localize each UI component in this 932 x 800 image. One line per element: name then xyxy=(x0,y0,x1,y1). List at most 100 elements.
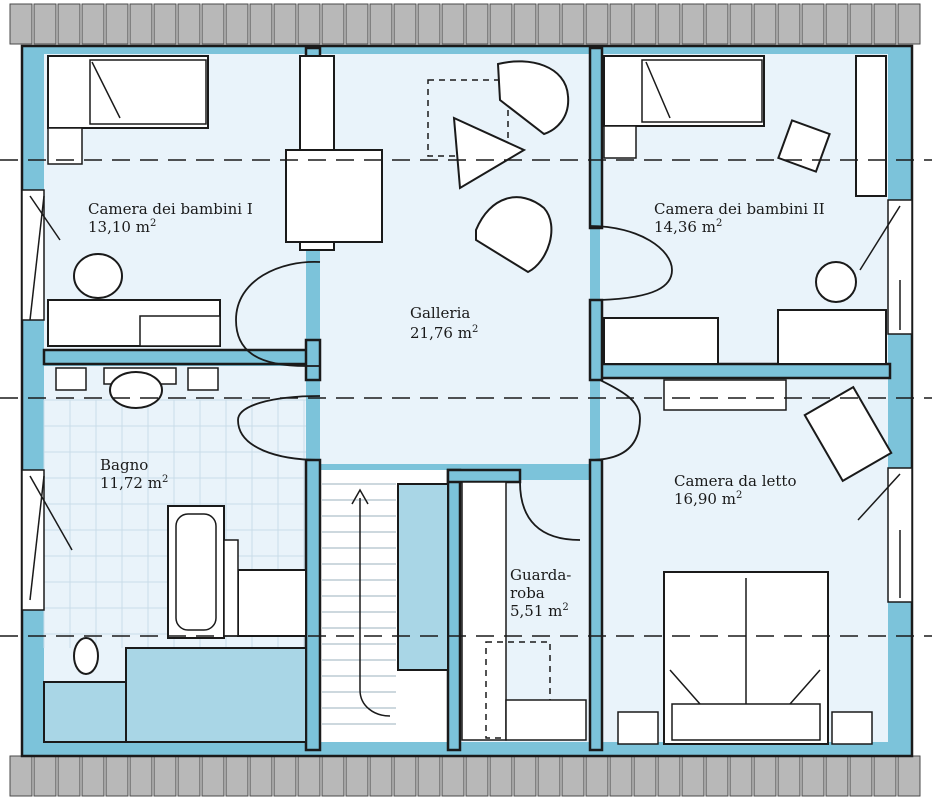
roof-tile xyxy=(633,755,657,797)
roof-tile xyxy=(57,3,81,45)
roof-tile xyxy=(825,755,849,797)
label-kids2-name: Camera dei bambini II xyxy=(654,200,825,218)
roof-tile xyxy=(585,3,609,45)
roof-tile xyxy=(537,3,561,45)
roof-tile xyxy=(849,755,873,797)
roof-tile xyxy=(489,3,513,45)
wall-kids2-stub xyxy=(588,298,604,382)
roof-tile xyxy=(249,755,273,797)
roof-bottom xyxy=(9,755,921,797)
kids1-furniture xyxy=(47,55,383,347)
roof-tile xyxy=(729,3,753,45)
roof-tile xyxy=(705,3,729,45)
roof-tile xyxy=(657,755,681,797)
label-gallery-name: Galleria xyxy=(410,304,470,322)
roof-tile xyxy=(321,3,345,45)
roof-tile xyxy=(201,3,225,45)
wall-bedroom-left xyxy=(588,458,604,752)
roof-tile xyxy=(729,755,753,797)
roof-tile xyxy=(753,755,777,797)
roof-tile xyxy=(465,3,489,45)
roof-tile xyxy=(777,755,801,797)
roof-tile xyxy=(777,3,801,45)
roof-tile xyxy=(393,3,417,45)
label-kids1-area: 13,10 m2 xyxy=(88,218,156,236)
wall-gallery-stub xyxy=(304,338,322,382)
roof-tile xyxy=(273,3,297,45)
roof-tile xyxy=(105,3,129,45)
roof-tile xyxy=(849,3,873,45)
roof-tile xyxy=(177,755,201,797)
roof-tile xyxy=(417,755,441,797)
wall-wardrobe-top xyxy=(446,468,522,484)
windows xyxy=(21,189,913,611)
roof-tile xyxy=(489,755,513,797)
roof-tile xyxy=(561,755,585,797)
roof-top xyxy=(9,0,922,46)
roof-tile xyxy=(297,3,321,45)
roof-tile xyxy=(153,3,177,45)
roof-tile xyxy=(633,3,657,45)
gallery-outline xyxy=(235,225,673,461)
label-bedroom-area: 16,90 m2 xyxy=(674,490,742,508)
roof-tile xyxy=(345,3,369,45)
roof-tile xyxy=(129,755,153,797)
kids2-furniture xyxy=(603,55,887,365)
label-wardrobe-name-1: Guarda- xyxy=(510,566,571,584)
wardrobe-furniture xyxy=(461,481,587,741)
roof-tile xyxy=(153,755,177,797)
roof-tile xyxy=(345,755,369,797)
roof-tile xyxy=(417,3,441,45)
label-kids1-name: Camera dei bambini I xyxy=(88,200,253,218)
roof-tile xyxy=(273,755,297,797)
roof-tile xyxy=(513,755,537,797)
roof-tile xyxy=(873,755,897,797)
roof-tile xyxy=(801,755,825,797)
roof-tile xyxy=(9,755,33,797)
roof-tile xyxy=(753,3,777,45)
bath-shelf-block xyxy=(125,647,307,743)
label-bath-name: Bagno xyxy=(100,456,148,474)
stair-arrow xyxy=(359,498,391,717)
roof-tile xyxy=(225,3,249,45)
roof-tile xyxy=(81,3,105,45)
roof-tile xyxy=(561,3,585,45)
stair-blue-block xyxy=(397,483,449,671)
roof-tile xyxy=(681,3,705,45)
roof-tile xyxy=(321,755,345,797)
roof-tile xyxy=(393,755,417,797)
roof-tile xyxy=(177,3,201,45)
label-wardrobe-area: 5,51 m2 xyxy=(510,602,569,620)
bath-furniture xyxy=(55,367,307,675)
stairs xyxy=(322,483,396,725)
roof-tile xyxy=(681,755,705,797)
roof-tile xyxy=(897,3,921,45)
roof-tile xyxy=(801,3,825,45)
roof-tile xyxy=(105,755,129,797)
label-kids2-area: 14,36 m2 xyxy=(654,218,722,236)
roof-tile xyxy=(897,755,921,797)
wall-kids2-bedroom xyxy=(598,362,892,380)
label-gallery-area: 21,76 m2 xyxy=(410,324,478,342)
wall-wardrobe-left xyxy=(446,468,462,752)
roof-tile xyxy=(201,755,225,797)
wall-bath-stairs xyxy=(304,458,322,752)
roof-tile xyxy=(465,755,489,797)
roof-tile xyxy=(609,3,633,45)
roof-tile xyxy=(441,755,465,797)
roof-tile xyxy=(129,3,153,45)
roof-tile xyxy=(369,755,393,797)
roof-tile xyxy=(225,755,249,797)
roof-tile xyxy=(9,3,33,45)
label-bedroom-name: Camera da letto xyxy=(674,472,796,490)
roof-tile xyxy=(441,3,465,45)
roof-tile xyxy=(81,755,105,797)
roof-tile xyxy=(33,755,57,797)
bath-niche xyxy=(43,681,127,743)
roof-tile xyxy=(513,3,537,45)
roof-tile xyxy=(297,755,321,797)
wall-gallery-kids2 xyxy=(588,46,604,230)
roof-tile xyxy=(585,755,609,797)
bedroom-furniture xyxy=(617,379,893,745)
